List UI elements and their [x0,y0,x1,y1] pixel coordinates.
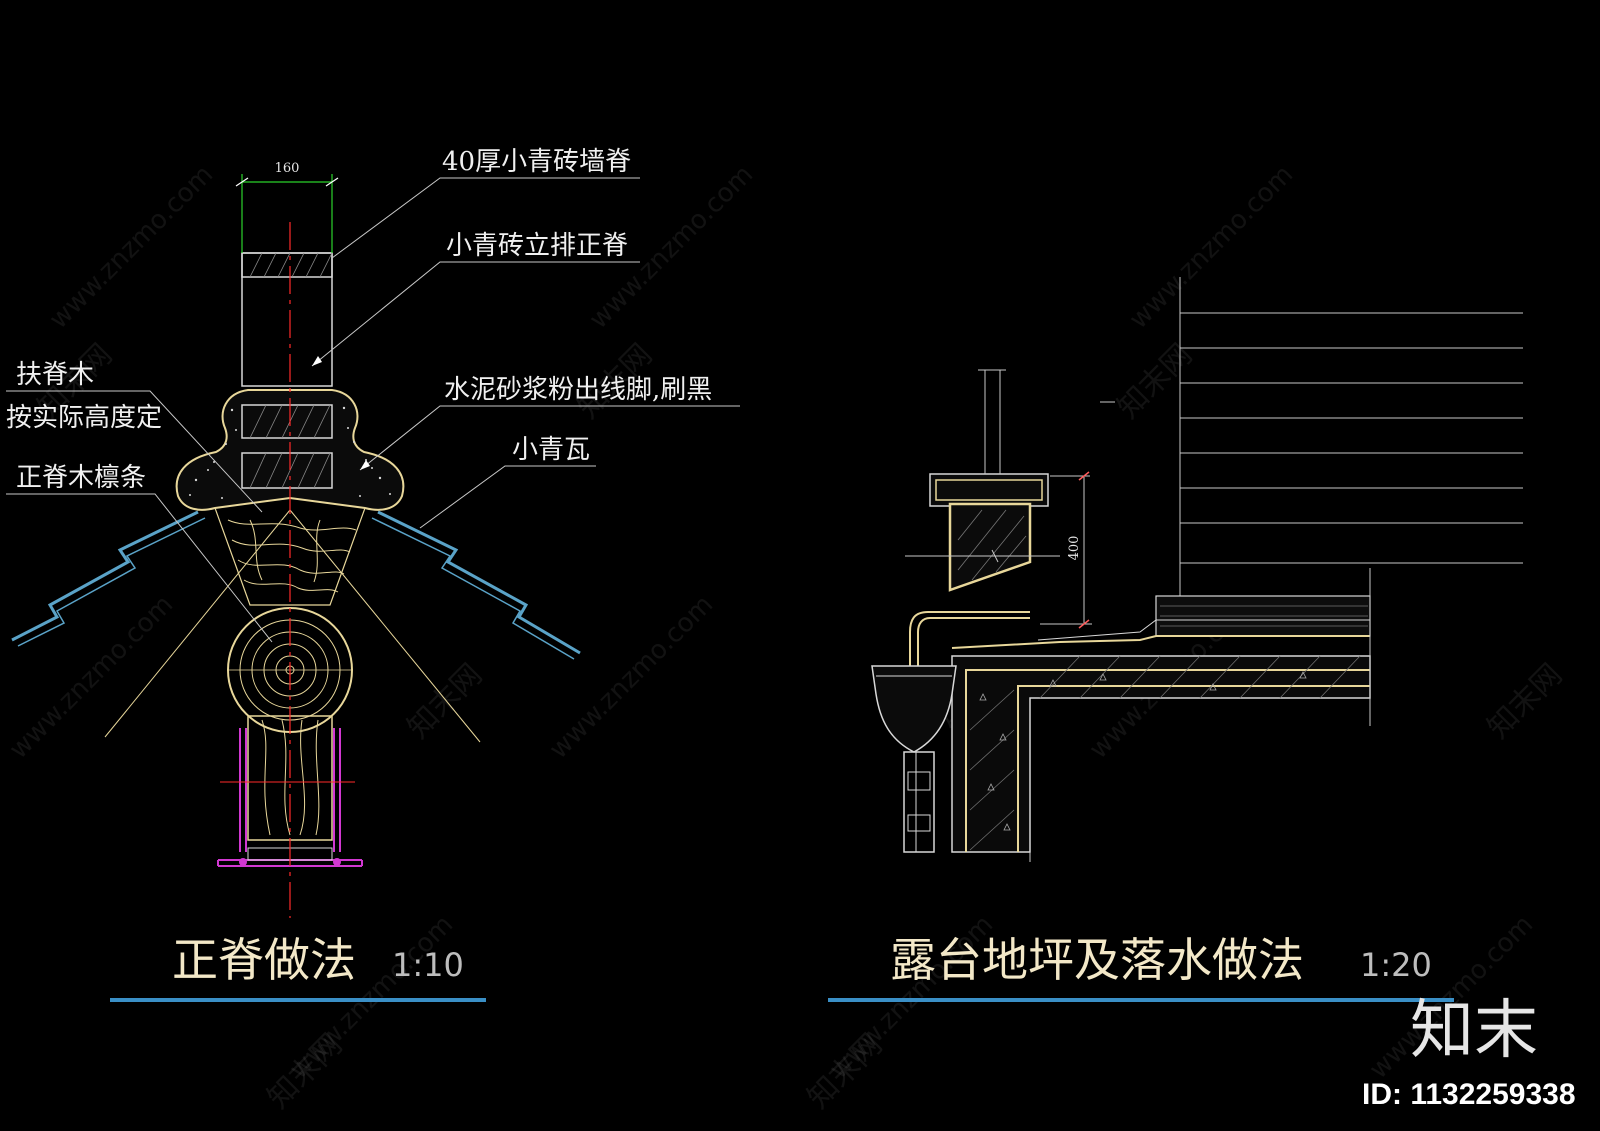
label-upright-brick-ridge: 小青砖立排正脊 [446,231,628,261]
watermark-url: www.znzmo.com [544,590,719,765]
ridge-detail: 160 40厚小青砖墙脊 小青砖立排正脊 扶脊木 按实际高度定 水泥砂浆粉出线脚… [6,147,740,1002]
dimension-text-400: 400 [1067,536,1082,561]
leader-lines [6,177,740,643]
watermark-site: 知末网 [801,1027,889,1115]
right-roof-tile [377,510,581,655]
watermark-site: 知末网 [261,1027,349,1115]
right-roof-tile-inner [371,517,575,660]
dimension-400-ticks [1078,471,1090,629]
parapet-coping-inner [935,479,1043,501]
watermark-url: www.znzmo.com [44,160,219,335]
downpipe [903,751,935,853]
downpipe-collar [907,771,931,791]
watermark-site: 知末网 [401,657,489,745]
terrace-scale: 1:20 [1360,946,1432,984]
post-grain [261,719,320,836]
label-ridge-support-wood: 扶脊木 [16,360,94,390]
label-ridge-purlin: 正脊木檩条 [16,463,146,493]
watermark-site: 知末网 [1481,657,1569,745]
label-small-tile: 小青瓦 [512,435,590,465]
left-roof-tile [11,510,199,642]
label-cement-mortar: 水泥砂浆粉出线脚,刷黑 [444,375,712,405]
wall-courses [1180,312,1523,564]
floor-slope-line [1037,619,1370,641]
left-roof-tile-inner [17,517,206,647]
leader-arrows [312,356,370,470]
floor-screed [951,635,1370,649]
guide-line [289,509,481,743]
downpipe-collar [907,814,931,832]
break-mark [991,549,999,563]
brand-logo: 知末 [1410,994,1538,1068]
parapet-coping [929,473,1049,507]
parapet-wall [948,502,1032,592]
floor-finish-hatch [1160,605,1368,627]
brick-course-mid [241,404,333,439]
mortar-stipple [189,406,391,499]
dimension-text-160: 160 [275,161,300,176]
wood-grain [227,519,357,593]
ridge-support-wood [214,497,366,606]
watermark-url: www.znzmo.com [1124,160,1299,335]
brand-id: ID: 1132259338 [1362,1078,1576,1111]
terrace-drain-detail: 400 露台地坪及落水做法 1:20 [828,277,1523,1002]
slab-reinforcement [965,669,1370,852]
watermark-url: www.znzmo.com [4,590,179,765]
drain-outlet-pipe [909,611,1030,676]
dimension-160 [235,174,339,253]
brick-course-low [241,452,333,489]
parapet-hatch [957,509,1027,581]
slab-aggregate [979,671,1307,831]
brick-course-top [241,252,333,278]
anchor-bolts [239,858,341,866]
ridge-scale: 1:10 [392,946,464,984]
brick-hatch-top [249,252,333,278]
brick-hatch-mid [249,404,331,489]
guide-line [104,509,291,738]
ridge-title: 正脊做法 [172,933,356,987]
rainwater-hopper [871,665,957,753]
label-brick-wall-ridge: 40厚小青砖墙脊 [442,147,631,177]
brick-column [241,252,333,387]
terrace-title: 露台地坪及落水做法 [890,933,1304,987]
label-height-note: 按实际高度定 [6,403,162,433]
watermark-site: 知末网 [1111,337,1199,425]
